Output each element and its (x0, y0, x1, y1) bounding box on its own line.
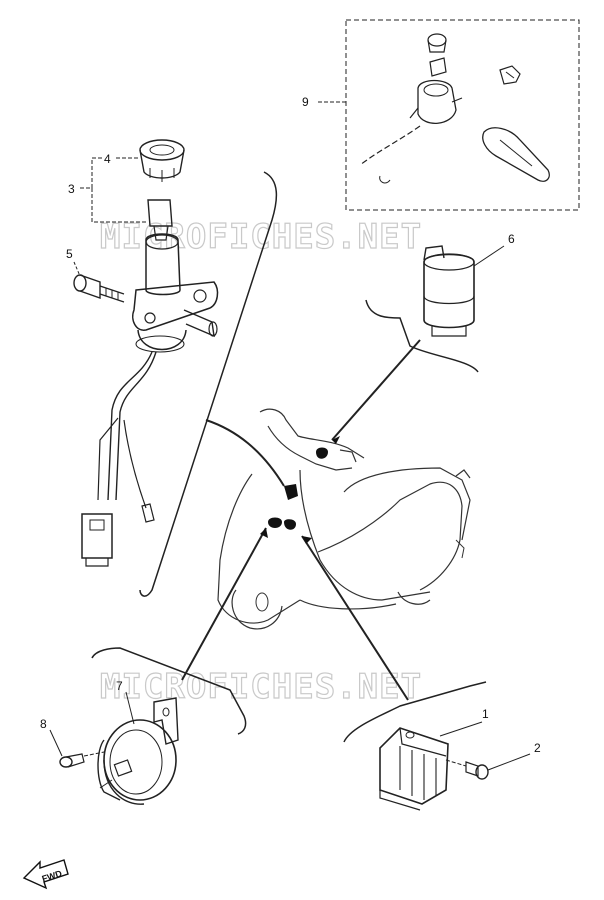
horn-bolt (59, 751, 105, 768)
horn (97, 697, 179, 805)
switch-wiring (81, 351, 157, 567)
watermark-bottom: MICROFICHES.NET (100, 667, 422, 707)
switch-section-bracket (139, 171, 278, 597)
callout-4: 4 (104, 152, 111, 166)
switch-cap (139, 139, 185, 182)
rectifier-bolt (445, 759, 489, 780)
main-switch-assembly (73, 139, 219, 567)
callout-2: 2 (534, 741, 541, 755)
callout-9: 9 (302, 95, 309, 109)
rectifier-regulator (379, 727, 449, 811)
callout-7: 7 (116, 679, 123, 693)
relay-leader-line (331, 339, 421, 441)
callout-1: 1 (482, 707, 489, 721)
horn-section-bracket (91, 647, 247, 735)
switch-location-marker (284, 484, 298, 500)
relay-section-bracket (365, 299, 479, 373)
callout-5: 5 (66, 247, 73, 261)
callout-8: 8 (40, 717, 47, 731)
rectifier-location-marker (284, 519, 296, 530)
switch-screw (73, 274, 125, 303)
forward-direction-arrow: FWD (22, 859, 69, 890)
ignition-key (147, 199, 173, 241)
callout-3: 3 (68, 182, 75, 196)
lock-set-box (345, 19, 580, 211)
flasher-relay (423, 245, 475, 337)
switch-leader-line (205, 419, 285, 487)
relay-location-marker (316, 447, 328, 459)
horn-location-marker (268, 517, 282, 528)
horn-leader-line (181, 527, 267, 681)
scooter-outline (217, 408, 471, 630)
rectifier-leader-line (301, 535, 409, 701)
rectifier-section-bracket (343, 681, 487, 743)
switch-body (132, 233, 219, 353)
watermark-top: MICROFICHES.NET (100, 217, 422, 257)
callout-6: 6 (508, 232, 515, 246)
